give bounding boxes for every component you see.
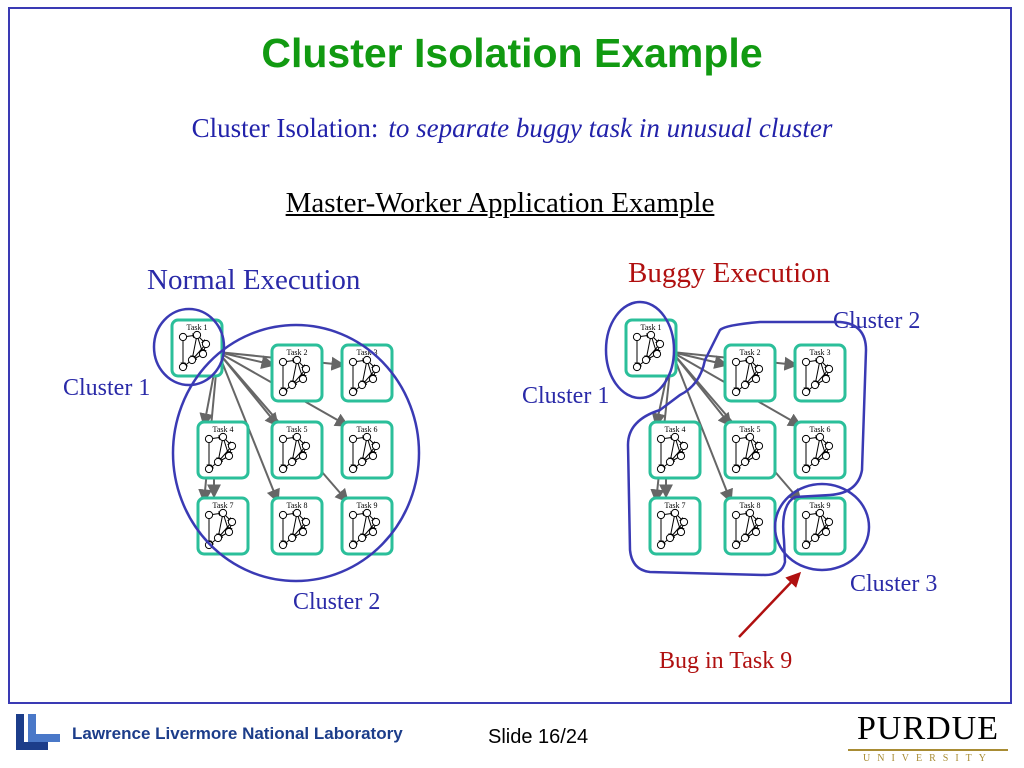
normal-task-4: Task 4: [196, 420, 250, 480]
lab-name: Lawrence Livermore National Laboratory: [72, 724, 403, 743]
normal-cluster1-outline: [152, 307, 226, 387]
buggy-cluster2-outline: [626, 320, 868, 577]
slide-frame: [8, 7, 1012, 704]
buggy-cluster1-label: Cluster 1: [522, 383, 610, 409]
task-label: Task 2: [740, 348, 761, 357]
task-label: Task 4: [665, 425, 686, 434]
normal-task-7: Task 7: [196, 496, 250, 556]
buggy-task-2: Task 2: [723, 343, 777, 403]
task-label: Task 9: [810, 501, 831, 510]
buggy-task-7: Task 7: [648, 496, 702, 556]
task-label: Task 3: [357, 348, 378, 357]
buggy-task-5: Task 5: [723, 420, 777, 480]
buggy-task-4: Task 4: [648, 420, 702, 480]
slide-number: Slide 16/24: [488, 726, 589, 748]
task-label: Task 1: [187, 323, 208, 332]
purdue-university-text: UNIVERSITY: [848, 749, 1008, 764]
cluster-outlines: [152, 300, 871, 583]
task-label: Task 1: [641, 323, 662, 332]
buggy-edge-task1-task2: [671, 351, 729, 369]
buggy-task-3: Task 3: [793, 343, 847, 403]
subtitle-term: Cluster Isolation:: [191, 113, 379, 143]
task-label: Task 9: [357, 501, 378, 510]
normal-cluster1-label: Cluster 1: [63, 375, 151, 401]
normal-execution-heading: Normal Execution: [147, 264, 361, 296]
normal-task-2: Task 2: [270, 343, 324, 403]
buggy-edge-task1-task8: [671, 351, 733, 504]
slide-subtitle: Cluster Isolation: to separate buggy task…: [0, 113, 1024, 144]
buggy-cluster1-outline: [604, 300, 676, 400]
task-label: Task 5: [287, 425, 308, 434]
purdue-wordmark: PURDUE: [856, 710, 1000, 747]
task-label: Task 7: [665, 501, 686, 510]
task-label: Task 7: [213, 501, 234, 510]
normal-cluster2-label: Cluster 2: [293, 589, 381, 615]
bug-arrow: [738, 571, 802, 638]
normal-task-3: Task 3: [340, 343, 394, 403]
llnl-logo-icon: [16, 714, 60, 750]
buggy-task-9: Task 9: [793, 496, 847, 556]
normal-task-6: Task 6: [340, 420, 394, 480]
task-boxes: Task 1 Task 2 Task 3 Task 4 Task 5 Task 6 Task…: [170, 318, 847, 556]
purdue-logo: PURDUE UNIVERSITY: [848, 712, 1008, 764]
task-label: Task 5: [740, 425, 761, 434]
buggy-task-1: Task 1: [624, 318, 678, 378]
task-label: Task 4: [213, 425, 234, 434]
task-label: Task 8: [740, 501, 761, 510]
buggy-task-6: Task 6: [793, 420, 847, 480]
buggy-execution-heading: Buggy Execution: [628, 257, 831, 289]
normal-task-8: Task 8: [270, 496, 324, 556]
task-label: Task 2: [287, 348, 308, 357]
buggy-task-8: Task 8: [723, 496, 777, 556]
normal-cluster2-outline: [171, 323, 421, 583]
normal-edge-task1-task2: [217, 351, 276, 369]
task-label: Task 3: [810, 348, 831, 357]
buggy-cluster3-label: Cluster 3: [850, 571, 938, 597]
application-title: Master-Worker Application Example: [285, 187, 715, 219]
task-label: Task 8: [287, 501, 308, 510]
buggy-cluster3-outline: [773, 482, 871, 572]
task-label: Task 6: [357, 425, 378, 434]
subtitle-definition: to separate buggy task in unusual cluste…: [388, 113, 833, 143]
normal-task-1: Task 1: [170, 318, 224, 378]
slide-title: Cluster Isolation Example: [261, 30, 763, 76]
bug-label: Bug in Task 9: [659, 648, 793, 674]
task-label: Task 6: [810, 425, 831, 434]
buggy-cluster2-label: Cluster 2: [833, 308, 921, 334]
normal-task-5: Task 5: [270, 420, 324, 480]
normal-task-9: Task 9: [340, 496, 394, 556]
